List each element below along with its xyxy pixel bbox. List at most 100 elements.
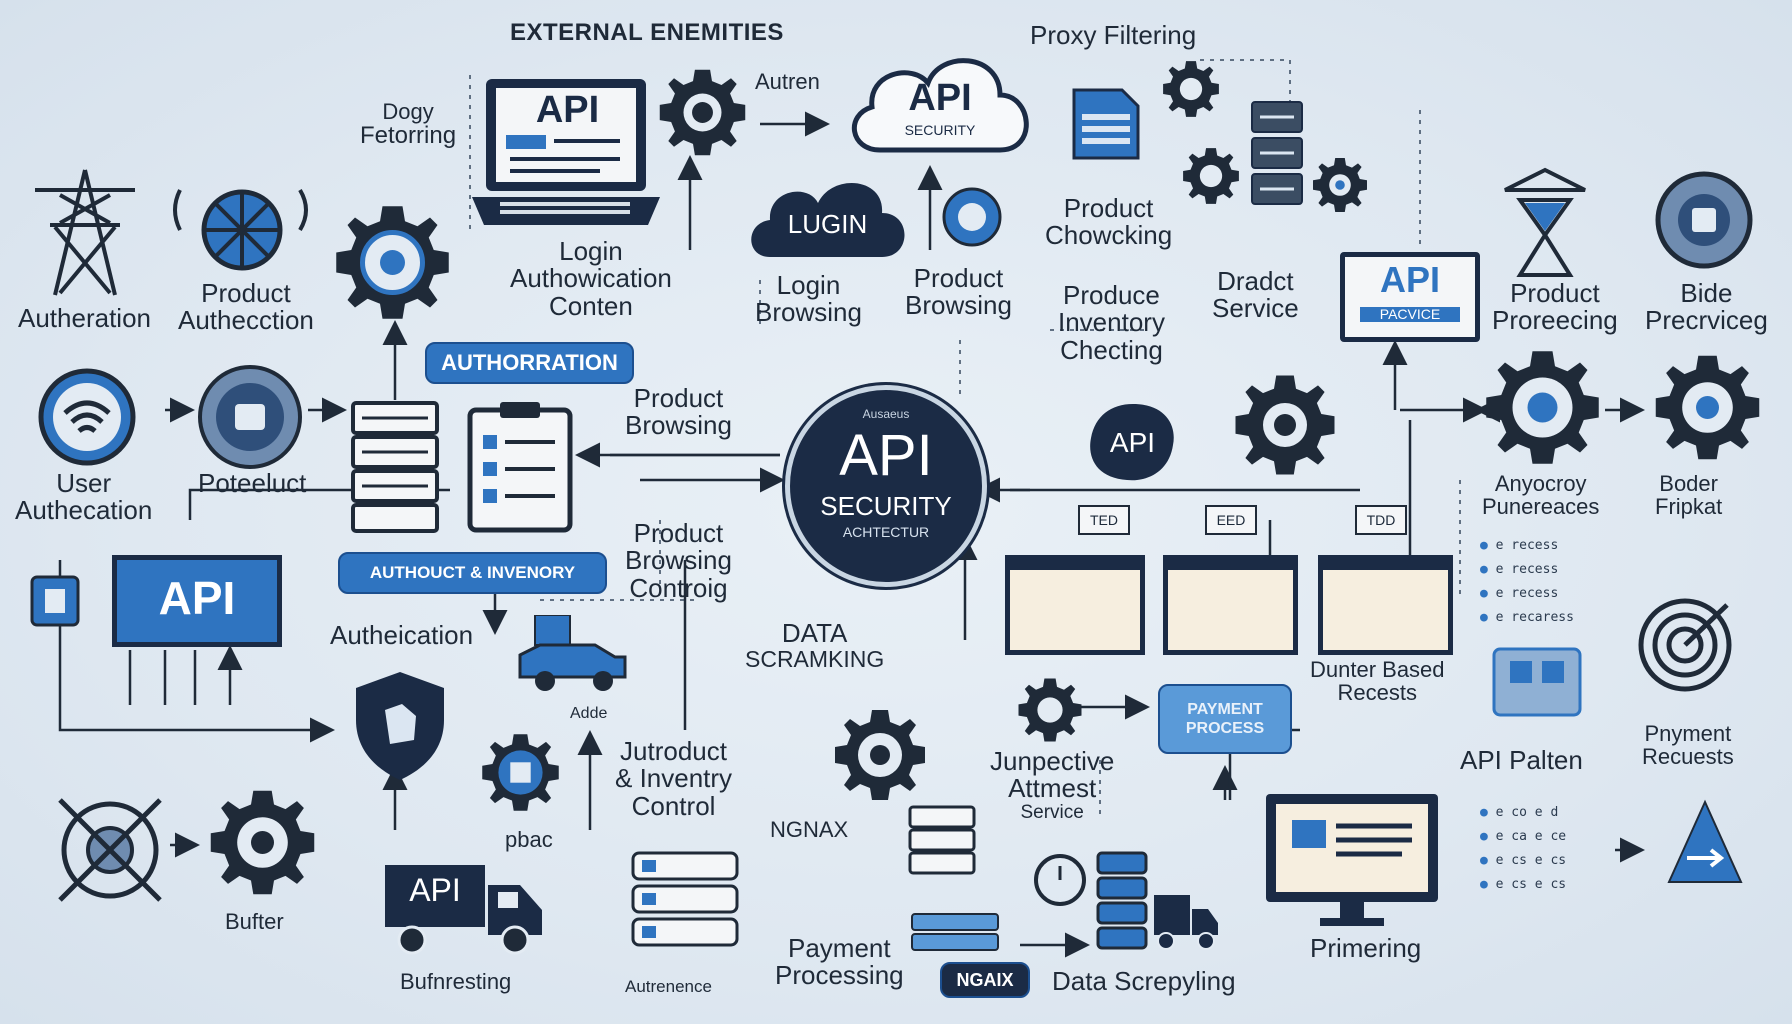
- product-checking-line1: Product: [1063, 193, 1154, 223]
- api-pacvice-panel[interactable]: API PACVICE: [1340, 252, 1480, 342]
- label-product-processing: Product Proreecing: [1492, 279, 1618, 336]
- product-browsing-mid-line2: Browsing: [625, 410, 732, 441]
- server-box-icon-2: [910, 912, 1000, 952]
- shield-icon: [350, 668, 450, 783]
- code-box-2: EED: [1205, 505, 1257, 535]
- label-login-browsing: Login Browsing: [755, 271, 862, 327]
- dradct-line2: Service: [1212, 293, 1299, 324]
- label-introduct-inventory: Jutroduct & Inventry Control: [615, 737, 732, 821]
- gear-icon-bottom-left-2: [478, 730, 563, 815]
- gear-icon-right-a: [1480, 345, 1605, 470]
- product-inventory-line3: Checting: [1060, 334, 1163, 365]
- server-rack-icon: [1250, 100, 1305, 210]
- product-browsing-top-line2: Browsing: [905, 290, 1012, 321]
- laptop-icon[interactable]: API: [470, 75, 665, 230]
- login-cloud[interactable]: LUGIN: [740, 165, 915, 265]
- gear-icon-right-mid: [1230, 370, 1340, 480]
- introduct-line3: Control: [631, 790, 716, 821]
- product-auth-line2: Authecction: [178, 305, 314, 336]
- product-control-line2: Browsing: [625, 545, 732, 576]
- product-processing-line2: Proreecing: [1492, 305, 1618, 336]
- cloud-api-label: API: [908, 77, 972, 119]
- data-filtering-line2: Fetorring: [360, 122, 457, 150]
- status-list2-item-3: e cs e cs: [1495, 853, 1567, 868]
- label-buffer: Bufter: [225, 909, 284, 934]
- data-scrambling-line1: DATA: [781, 618, 848, 648]
- dradct-line1: Dradct: [1217, 266, 1294, 296]
- label-product-checking: Product Chowcking: [1045, 193, 1173, 251]
- badge-circle-icon: [1652, 168, 1757, 273]
- product-inventory-line1: Produce: [1063, 280, 1160, 310]
- gear-icon-right-b: [1650, 350, 1765, 465]
- gear-icon-top-right-2: [1180, 145, 1242, 207]
- status-list2-item-4: e cs e cs: [1495, 877, 1567, 892]
- label-anyocroy: Anyocroy Punereaces: [1482, 472, 1599, 518]
- shield-coin-icon: [940, 185, 1005, 250]
- label-autren: Autren: [755, 69, 820, 94]
- center-subtitle: SECURITY: [820, 491, 952, 521]
- label-autheication: Autheication: [330, 620, 474, 650]
- label-buffer-testing: Bufnresting: [400, 969, 512, 994]
- label-data-scrapling: Data Screpyling: [1052, 966, 1236, 996]
- login-auth-line2: Authowication: [510, 263, 672, 294]
- status-list-2: ● e co e d ● e ca e ce ● e cs e cs ● e c…: [1480, 805, 1567, 892]
- authorization-pill[interactable]: AUTHORRATION: [425, 342, 634, 384]
- authouct-inventory-pill[interactable]: AUTHOUCT & INVENORY: [338, 552, 607, 594]
- data-scrambling-line2: SCRAMKING: [745, 646, 885, 673]
- api-pacvice-sub: PACVICE: [1360, 307, 1460, 322]
- status-list-1: ● e recess ● e recess ● e recess ● e rec…: [1480, 538, 1574, 625]
- gear-icon-large-left: [330, 200, 455, 325]
- label-data-scrambling: DATA SCRAMKING: [745, 618, 885, 673]
- label-potoeluct: Poteeluct: [198, 468, 307, 498]
- product-checking-line2: Chowcking: [1045, 220, 1173, 251]
- transmission-tower-icon: [25, 165, 145, 300]
- blue-card-icon: [1490, 645, 1585, 720]
- anyocroy-line2: Punereaces: [1482, 494, 1600, 520]
- junpective-line2: Attmest: [1008, 773, 1097, 804]
- product-control-line1: Product: [633, 518, 724, 548]
- junpective-line3: Service: [1020, 801, 1084, 823]
- truck-icon-2: [1150, 885, 1220, 955]
- gear-icon: [655, 65, 750, 160]
- dunter-line1: Dunter Based: [1310, 657, 1445, 682]
- user-auth-line1: User: [56, 468, 112, 498]
- status-list-item-2: e recess: [1495, 562, 1559, 577]
- product-browsing-top-line1: Product: [913, 263, 1004, 293]
- cloud-security-label: SECURITY: [904, 122, 976, 138]
- gear-icon-bottom-left: [205, 785, 320, 900]
- payment-processing-line2: Processing: [775, 960, 904, 991]
- label-product-browsing-control: Product Browsing Controig: [625, 518, 732, 603]
- document-stack-icon: [1072, 88, 1140, 160]
- api-pacvice-label: API: [1379, 259, 1440, 300]
- payment-process-pill[interactable]: PAYMENT PROCESS: [1158, 684, 1292, 754]
- api-blob[interactable]: API: [1085, 400, 1180, 485]
- ngaix-pill[interactable]: NGAIX: [940, 962, 1030, 998]
- login-cloud-label: LUGIN: [787, 209, 868, 239]
- triangle-arrow-icon: [1665, 798, 1745, 888]
- label-bide-processing: Bide Precrviceg: [1645, 279, 1768, 336]
- browser-window-3: [1318, 555, 1453, 655]
- truck-api-label: API: [409, 872, 461, 908]
- product-control-line3: Controig: [629, 572, 728, 603]
- label-autrenence: Autrenence: [625, 977, 712, 996]
- label-boder: Boder Fripkat: [1655, 472, 1722, 518]
- api-security-center-node[interactable]: Ausaeus API SECURITY ACHTECTUR: [785, 385, 987, 587]
- status-list-item-3: e recess: [1495, 586, 1559, 601]
- label-primering: Primering: [1310, 933, 1422, 963]
- api-left-panel[interactable]: API: [112, 555, 282, 647]
- center-title: API: [839, 423, 933, 488]
- browser-window-2: [1163, 555, 1298, 655]
- monitor-icon: [1262, 790, 1442, 930]
- api-left-label: API: [158, 572, 236, 624]
- bide-line2: Precrviceg: [1645, 305, 1768, 336]
- data-filtering-line1: Dogy: [382, 99, 434, 124]
- boder-line2: Fripkat: [1655, 494, 1723, 520]
- laptop-label: API: [535, 89, 600, 131]
- header-proxy-filtering: Proxy Filtering: [1030, 20, 1197, 50]
- cloud-api-security[interactable]: API SECURITY: [840, 45, 1040, 160]
- payment-req-line1: Pnyment: [1644, 721, 1732, 746]
- status-list2-item-2: e ca e ce: [1495, 829, 1567, 844]
- label-product-browsing-top: Product Browsing: [905, 263, 1012, 321]
- api-truck-icon: API: [380, 860, 550, 958]
- junpective-line1: Junpective: [990, 746, 1115, 776]
